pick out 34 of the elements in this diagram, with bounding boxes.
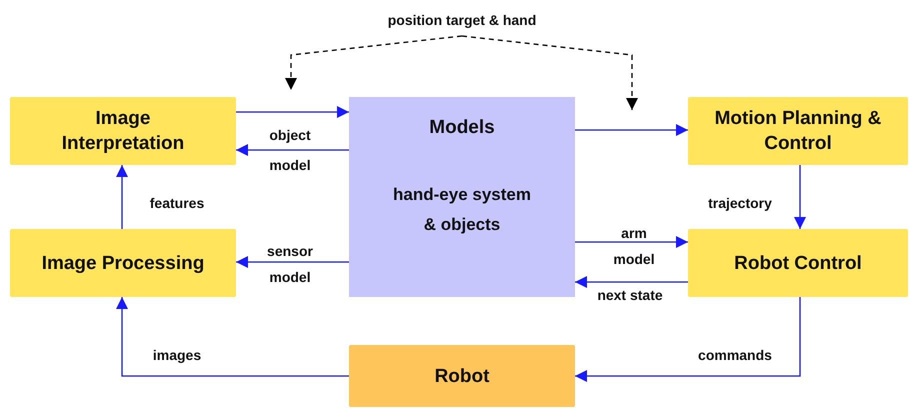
box-title: hand-eye system & objects <box>392 184 532 236</box>
edge-label: features <box>148 194 206 213</box>
edge-label: commands <box>697 346 773 365</box>
box-title: Motion Planning & Control <box>714 107 882 156</box>
edge-label: images <box>152 346 202 365</box>
box-title: Models <box>428 116 496 140</box>
edge-label: sensor model <box>266 242 314 287</box>
process-box <box>10 97 236 165</box>
process-box <box>349 97 575 297</box>
annotation-text: position target & hand <box>388 11 536 29</box>
process-box <box>688 229 908 297</box>
dashed-arrow <box>285 35 462 90</box>
edge-label: next state <box>596 286 664 305</box>
box-title: Robot <box>434 364 490 388</box>
process-box <box>349 345 575 407</box>
edge-label: object model <box>268 126 312 175</box>
process-box <box>10 229 236 297</box>
arrow <box>794 165 806 229</box>
box-title: Image Interpretation <box>60 107 186 156</box>
arrow <box>116 165 128 229</box>
edge-label: arm model <box>612 224 656 269</box>
arrow <box>575 124 688 136</box>
box-title: Image Processing <box>40 252 206 276</box>
arrow <box>236 106 349 118</box>
arrow <box>236 256 349 268</box>
dashed-arrow <box>462 35 638 110</box>
arrow <box>575 297 801 382</box>
arrow <box>575 236 688 248</box>
edge-label: trajectory <box>707 194 773 213</box>
arrow <box>116 297 349 377</box>
arrow <box>575 276 688 288</box>
box-title: Robot Control <box>733 252 863 276</box>
arrow <box>236 144 349 156</box>
process-box <box>688 97 908 165</box>
